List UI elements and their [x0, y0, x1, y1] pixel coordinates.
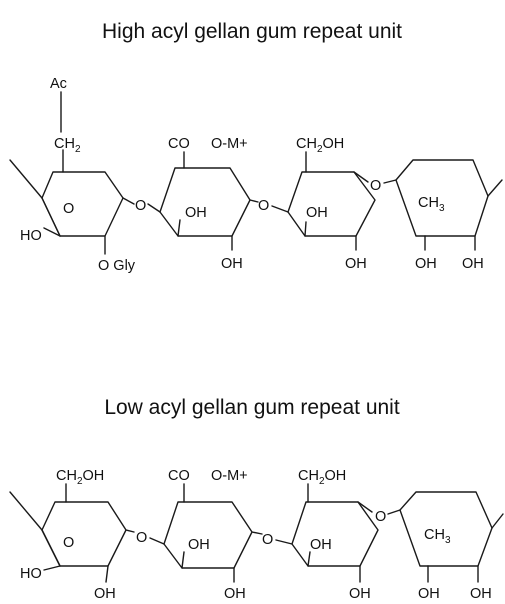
- low-acyl-co-label: CO: [168, 468, 190, 484]
- low-acyl-ring-2-oh-bond: [181, 551, 185, 569]
- high-acyl-ring-1-inner-bond: [41, 197, 61, 237]
- low-acyl-om-label: O-M+: [211, 468, 248, 484]
- low-acyl-ho-label: HO: [20, 566, 42, 582]
- high-acyl-ring-3-ch2oh-ch: CH: [296, 136, 317, 152]
- low-acyl-ring-4-right-bond: [491, 513, 504, 529]
- low-acyl-ring-4-oh-2: OH: [470, 586, 492, 602]
- high-acyl-ring-3-oh-bottom: OH: [345, 256, 367, 272]
- low-acyl-ho-bond: [43, 565, 61, 571]
- low-acyl-ring-3-ch2oh-ch: CH: [298, 468, 319, 484]
- low-acyl-structure: Low acyl gellan gum repeat unit CH2OH O …: [9, 396, 504, 602]
- low-acyl-link-3-bond-a: [357, 501, 373, 513]
- high-acyl-ring-4-ch3-ch: CH: [418, 195, 439, 211]
- low-acyl-ring-2-oh-bottom: OH: [224, 586, 246, 602]
- high-acyl-ring-2: [159, 167, 251, 237]
- low-acyl-ring-4-ch3-ch: CH: [424, 527, 445, 543]
- low-acyl-sugar-unit-1: CH2OH O HO OH: [9, 468, 127, 602]
- low-acyl-ring-3: [291, 501, 379, 567]
- low-acyl-title: Low acyl gellan gum repeat unit: [104, 396, 400, 419]
- low-acyl-ring-3-oh-bottom: OH: [349, 586, 371, 602]
- high-acyl-ring-3-ch2oh-oh: OH: [323, 136, 345, 152]
- high-acyl-glycosidic-oxygen-1: O: [135, 198, 146, 214]
- low-acyl-ring-4: [399, 491, 493, 567]
- high-acyl-ring-4-ch3-sub: 3: [439, 203, 445, 214]
- low-acyl-ring-1-ch2oh-ch: CH: [56, 468, 77, 484]
- high-acyl-ring-4-ch3: CH3: [418, 195, 445, 214]
- low-acyl-glycosidic-oxygen-2: O: [262, 532, 273, 548]
- low-acyl-link-3-bond-b: [387, 509, 401, 515]
- high-acyl-ring-2-oh-bond: [177, 219, 181, 237]
- low-acyl-ring-1-bottom-bond: [105, 565, 109, 583]
- low-acyl-link-2-bond-b: [275, 539, 293, 545]
- low-acyl-link-1-bond-b: [149, 537, 165, 545]
- high-acyl-ring-2-oh-inner: OH: [185, 205, 207, 221]
- high-acyl-title: High acyl gellan gum repeat unit: [102, 20, 402, 43]
- high-acyl-ring-3-oh-inner: OH: [306, 205, 328, 221]
- low-acyl-link-2-bond-a: [251, 531, 263, 535]
- high-acyl-ch2-label: CH2: [54, 136, 81, 155]
- high-acyl-ho-label: HO: [20, 228, 42, 244]
- high-acyl-ring-2-oh-bottom: OH: [221, 256, 243, 272]
- high-acyl-structure: High acyl gellan gum repeat unit Ac CH2 …: [9, 20, 503, 274]
- low-acyl-ring-1-oh-bottom: OH: [94, 586, 116, 602]
- low-acyl-ring-oxygen: O: [63, 535, 74, 551]
- high-acyl-link-2-bond-b: [271, 205, 289, 213]
- high-acyl-link-3-bond-a: [353, 171, 369, 183]
- low-acyl-ring-1-ch2oh: CH2OH: [56, 468, 104, 487]
- high-acyl-ring-4: [395, 159, 489, 237]
- high-acyl-glycosidic-oxygen-2: O: [258, 198, 269, 214]
- high-acyl-ring-4-oh-1: OH: [415, 256, 437, 272]
- high-acyl-o-gly-label: O Gly: [98, 258, 136, 274]
- high-acyl-ring-4-right-bond: [487, 179, 503, 197]
- low-acyl-ring-4-oh-1: OH: [418, 586, 440, 602]
- high-acyl-ho-bond: [43, 227, 61, 237]
- low-acyl-sugar-unit-4: CH3 OH OH: [399, 491, 504, 602]
- high-acyl-sugar-unit-3: CH2OH OH OH: [287, 136, 376, 272]
- low-acyl-ring-4-ch3-sub: 3: [445, 535, 451, 546]
- low-acyl-ring-1-left-bond: [9, 491, 43, 531]
- high-acyl-ring-1: [41, 171, 124, 237]
- low-acyl-ring-3-ch2oh-oh: OH: [325, 468, 347, 484]
- low-acyl-ring-3-ch2oh: CH2OH: [298, 468, 346, 487]
- high-acyl-link-3-bond-b: [383, 179, 397, 184]
- low-acyl-ring-1-ch2oh-oh: OH: [83, 468, 105, 484]
- low-acyl-ring-2-oh-inner: OH: [188, 537, 210, 553]
- high-acyl-link-2-bond-a: [249, 199, 259, 203]
- high-acyl-ch2-ch: CH: [54, 136, 75, 152]
- low-acyl-link-1-bond-a: [125, 529, 135, 533]
- low-acyl-ring-1-inner-bond: [41, 529, 61, 567]
- low-acyl-sugar-unit-3: CH2OH OH OH: [291, 468, 379, 602]
- high-acyl-link-1-bond-b: [147, 203, 161, 213]
- high-acyl-sugar-unit-2: CO O-M+ OH OH: [159, 136, 251, 272]
- high-acyl-ring-oxygen: O: [63, 201, 74, 217]
- low-acyl-sugar-unit-2: CO O-M+ OH OH: [163, 468, 253, 602]
- low-acyl-ring-3-oh-inner: OH: [310, 537, 332, 553]
- high-acyl-ring-3: [287, 171, 376, 237]
- low-acyl-glycosidic-oxygen-3: O: [375, 509, 386, 525]
- low-acyl-ring-1-ch2oh-sub: 2: [77, 476, 83, 487]
- high-acyl-glycosidic-oxygen-3: O: [370, 178, 381, 194]
- high-acyl-om-label: O-M+: [211, 136, 248, 152]
- high-acyl-ac-label: Ac: [50, 76, 67, 92]
- low-acyl-glycosidic-oxygen-1: O: [136, 530, 147, 546]
- high-acyl-sugar-unit-1: Ac CH2 O HO O Gly: [9, 76, 136, 274]
- low-acyl-ring-3-ch2oh-sub: 2: [319, 476, 325, 487]
- low-acyl-ring-4-ch3: CH3: [424, 527, 451, 546]
- high-acyl-ring-4-oh-2: OH: [462, 256, 484, 272]
- high-acyl-link-1-bond-a: [122, 197, 135, 205]
- high-acyl-ring-3-oh-bond: [304, 221, 307, 237]
- high-acyl-ch2-sub: 2: [75, 144, 81, 155]
- high-acyl-ring-1-left-bond: [9, 159, 43, 199]
- low-acyl-ring-3-oh-bond: [307, 551, 311, 567]
- high-acyl-sugar-unit-4: CH3 OH OH: [395, 159, 503, 272]
- high-acyl-ring-3-ch2oh: CH2OH: [296, 136, 344, 155]
- low-acyl-ring-2: [163, 501, 253, 569]
- high-acyl-ring-3-ch2oh-sub: 2: [317, 144, 323, 155]
- high-acyl-co-label: CO: [168, 136, 190, 152]
